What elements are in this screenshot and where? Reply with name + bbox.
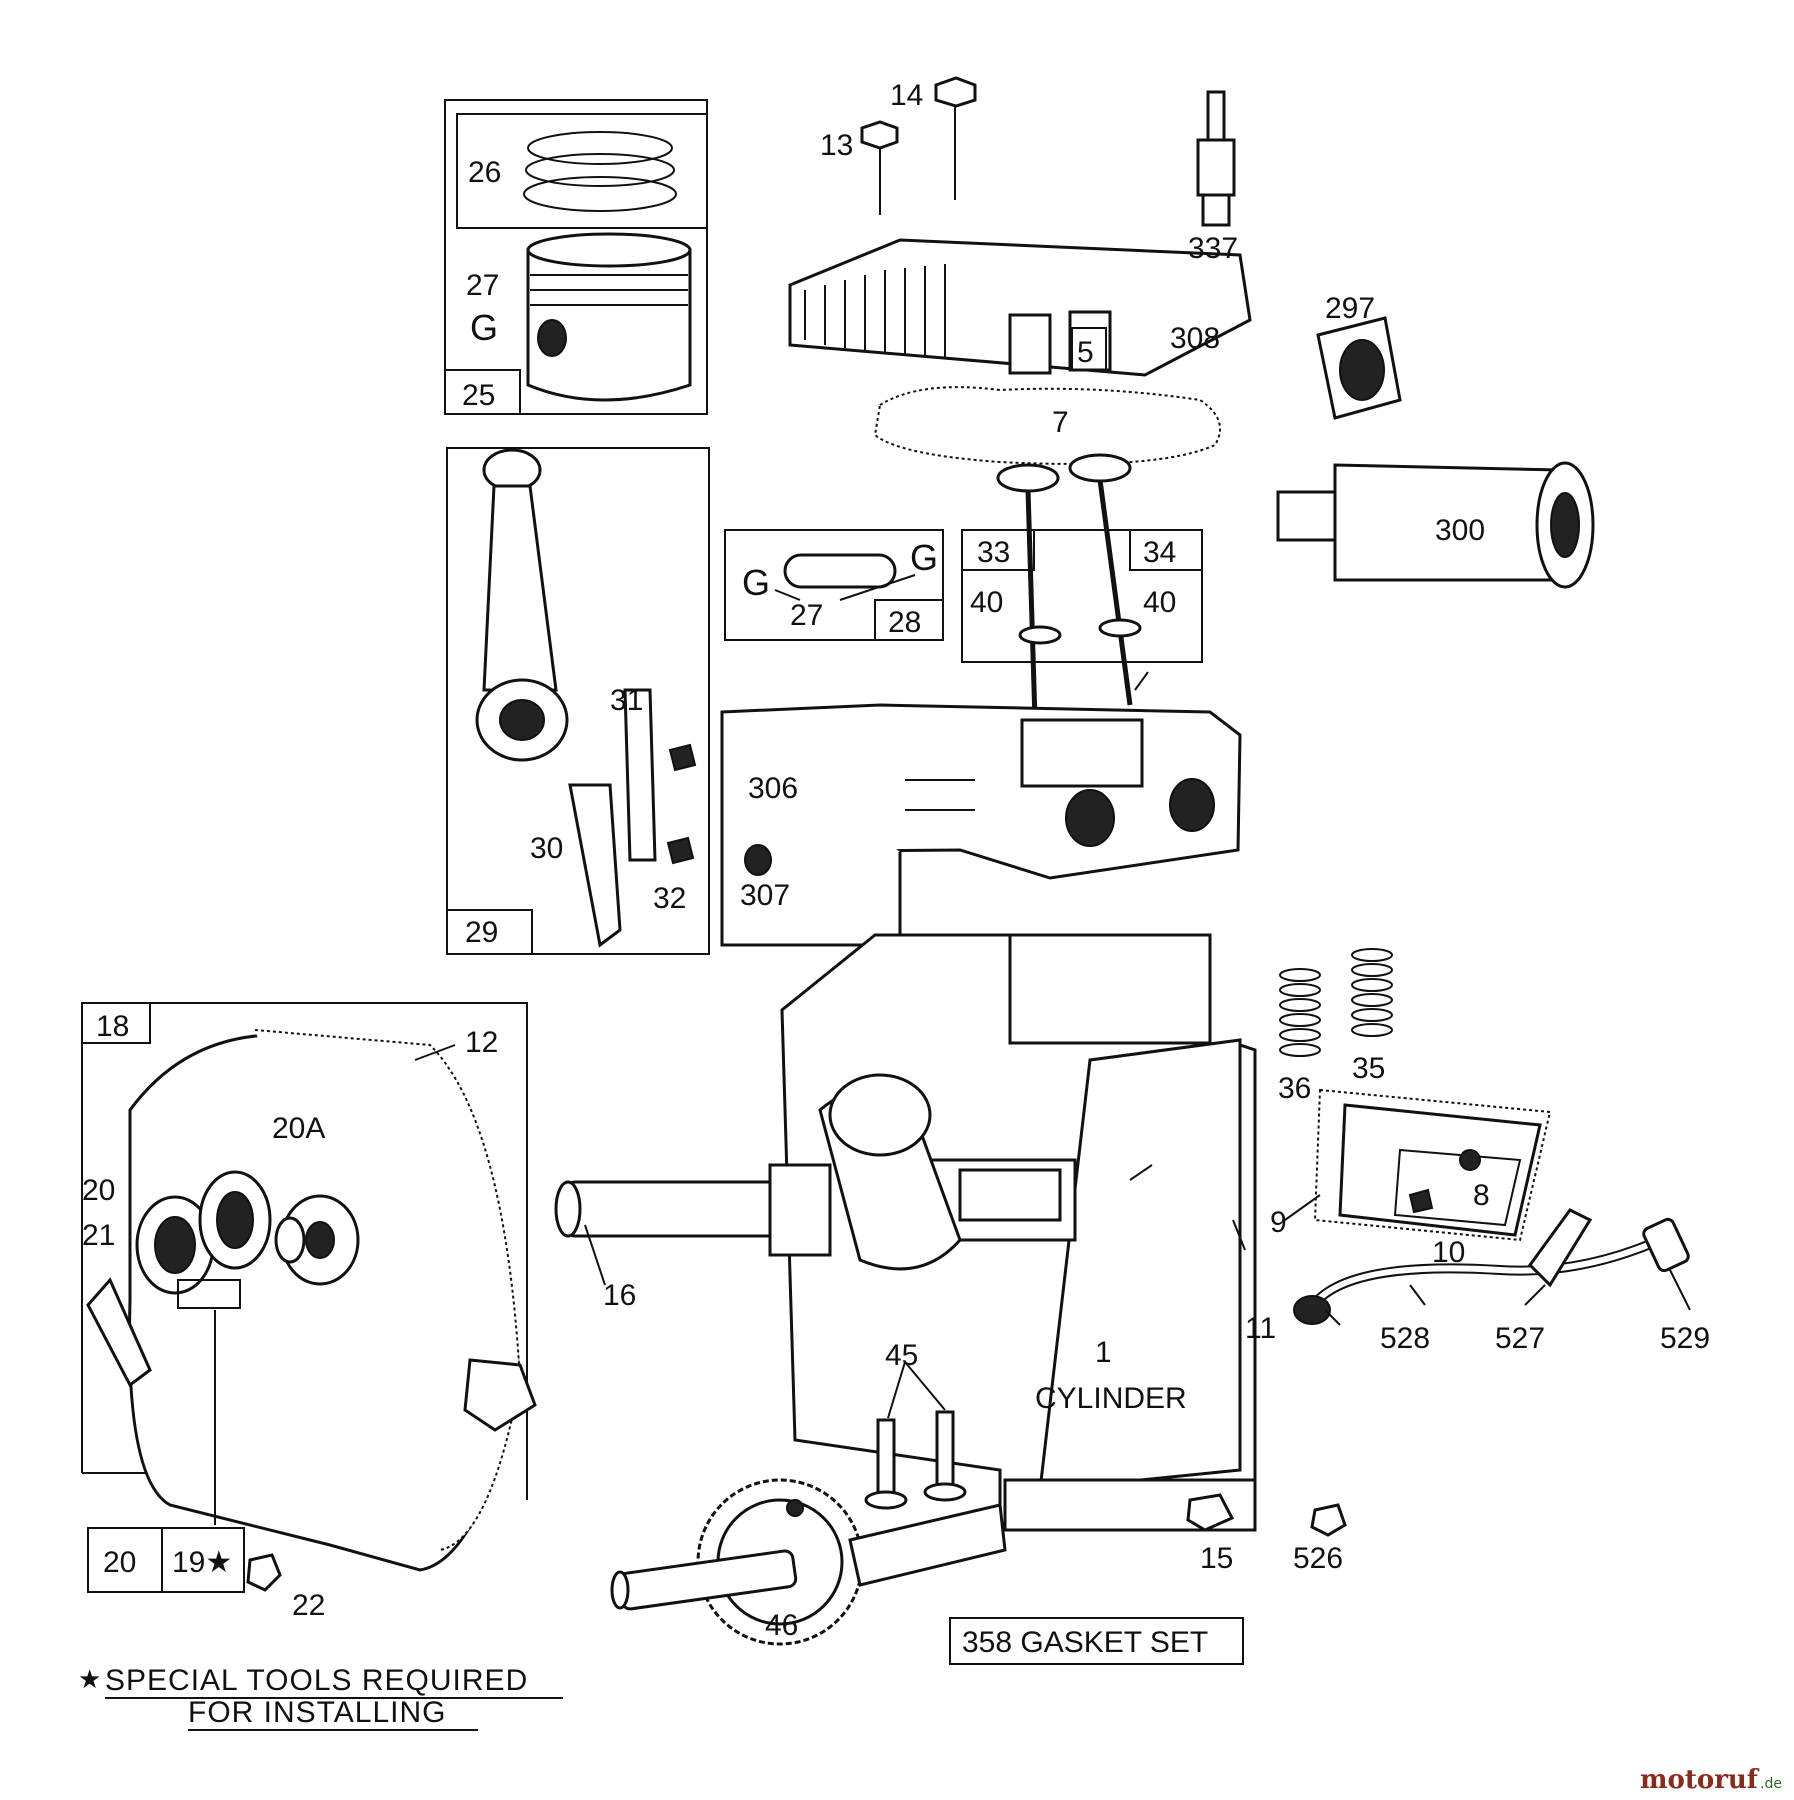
label-33: 33 <box>977 536 1010 569</box>
label-36: 36 <box>1278 1072 1311 1105</box>
label-34: 34 <box>1143 536 1176 569</box>
muffler <box>1276 461 1595 589</box>
seal-adapter <box>274 1194 360 1286</box>
piston <box>526 232 692 402</box>
label-306: 306 <box>748 772 798 805</box>
label-10: 10 <box>1432 1236 1465 1269</box>
label-26: 26 <box>468 156 501 189</box>
connecting-rod-group <box>446 447 710 955</box>
watermark-logo: motoruf .de <box>1640 1765 1782 1795</box>
label-12: 12 <box>465 1026 498 1059</box>
head-bolts <box>860 76 977 215</box>
footnote-line-2: FOR INSTALLING <box>188 1696 446 1729</box>
label-16: 16 <box>603 1279 636 1312</box>
valve-retainer-bracket <box>1316 316 1402 420</box>
label-21: 21 <box>82 1219 115 1252</box>
label-7: 7 <box>1052 406 1069 439</box>
label-20-lower: 20 <box>103 1546 136 1579</box>
label-31: 31 <box>610 684 643 717</box>
label-297: 297 <box>1325 292 1375 325</box>
label-527: 527 <box>1495 1322 1545 1355</box>
label-300: 300 <box>1435 514 1485 547</box>
gasket-set-callout: 358 GASKET SET <box>949 1617 1244 1665</box>
footnote-line-1: SPECIAL TOOLS REQUIRED <box>105 1664 528 1697</box>
label-25: 25 <box>462 379 495 412</box>
label-526: 526 <box>1293 1542 1343 1575</box>
oil-seal <box>135 1170 272 1295</box>
intake-valve <box>996 463 1062 721</box>
label-20A: 20A <box>272 1112 325 1145</box>
crankcase-cover-group <box>81 1002 537 1593</box>
exhaust-valve <box>1068 453 1142 706</box>
label-22: 22 <box>292 1589 325 1622</box>
piston-rings <box>523 131 677 212</box>
footnote-star: ★ <box>78 1664 102 1694</box>
label-40-right: 40 <box>1143 586 1176 619</box>
drain-plug-15 <box>1186 1493 1235 1532</box>
label-cylinder: CYLINDER <box>1035 1382 1187 1415</box>
label-g-pin-left: G <box>742 562 770 603</box>
gasket-set-label: 358 GASKET SET <box>962 1626 1208 1659</box>
label-307: 307 <box>740 879 790 912</box>
label-40-left: 40 <box>970 586 1003 619</box>
leader-lines <box>414 671 1691 1326</box>
camshaft <box>610 1478 1007 1646</box>
label-11: 11 <box>1245 1312 1276 1345</box>
label-308: 308 <box>1170 322 1220 355</box>
rod-lock-and-dipper <box>568 688 697 948</box>
label-45: 45 <box>885 1339 918 1372</box>
bolt-526 <box>1310 1503 1347 1537</box>
label-14: 14 <box>890 79 923 112</box>
breather-assembly <box>1313 1088 1552 1242</box>
breather-tube <box>1293 1208 1690 1325</box>
label-19: 19★ <box>172 1546 232 1579</box>
piston-assembly-group <box>444 99 708 415</box>
tappets <box>864 1361 967 1510</box>
label-30: 30 <box>530 832 563 865</box>
label-27-piston: 27 <box>466 269 499 302</box>
label-1: 1 <box>1095 1336 1112 1369</box>
crankshaft <box>554 1073 1062 1271</box>
label-27-pin: 27 <box>790 599 823 632</box>
bolt-307 <box>744 844 772 876</box>
watermark-brand: motoruf <box>1640 1765 1760 1795</box>
valve-springs <box>1279 948 1393 1057</box>
label-g-pin-right: G <box>910 537 938 578</box>
label-337: 337 <box>1188 232 1238 265</box>
label-13: 13 <box>820 129 853 162</box>
label-8: 8 <box>1473 1179 1490 1212</box>
valves-group <box>961 453 1203 721</box>
cylinder-head <box>788 238 1252 377</box>
part-number-labels: 26 27 G 25 13 14 337 5 308 297 7 300 G G… <box>82 79 1710 1642</box>
piston-pin-group <box>724 529 944 641</box>
footnote: ★ SPECIAL TOOLS REQUIRED FOR INSTALLING <box>78 1664 563 1731</box>
label-18: 18 <box>96 1010 129 1043</box>
label-9: 9 <box>1270 1206 1287 1239</box>
label-32: 32 <box>653 882 686 915</box>
label-20-upper: 20 <box>82 1174 115 1207</box>
watermark-suffix: .de <box>1760 1776 1782 1792</box>
label-5: 5 <box>1077 336 1094 369</box>
valve-spring-35 <box>1351 948 1393 1037</box>
label-15: 15 <box>1200 1542 1233 1575</box>
connecting-rod <box>475 448 569 762</box>
label-29: 29 <box>465 916 498 949</box>
label-g-piston: G <box>470 307 498 348</box>
valve-spring-36 <box>1279 968 1321 1057</box>
label-529: 529 <box>1660 1322 1710 1355</box>
cooling-fins <box>804 264 946 359</box>
cylinder-block <box>720 703 1257 1532</box>
label-35: 35 <box>1352 1052 1385 1085</box>
label-528: 528 <box>1380 1322 1430 1355</box>
label-46: 46 <box>765 1609 798 1642</box>
head-gasket <box>873 386 1221 465</box>
label-28: 28 <box>888 606 921 639</box>
spark-plug <box>1196 90 1236 227</box>
